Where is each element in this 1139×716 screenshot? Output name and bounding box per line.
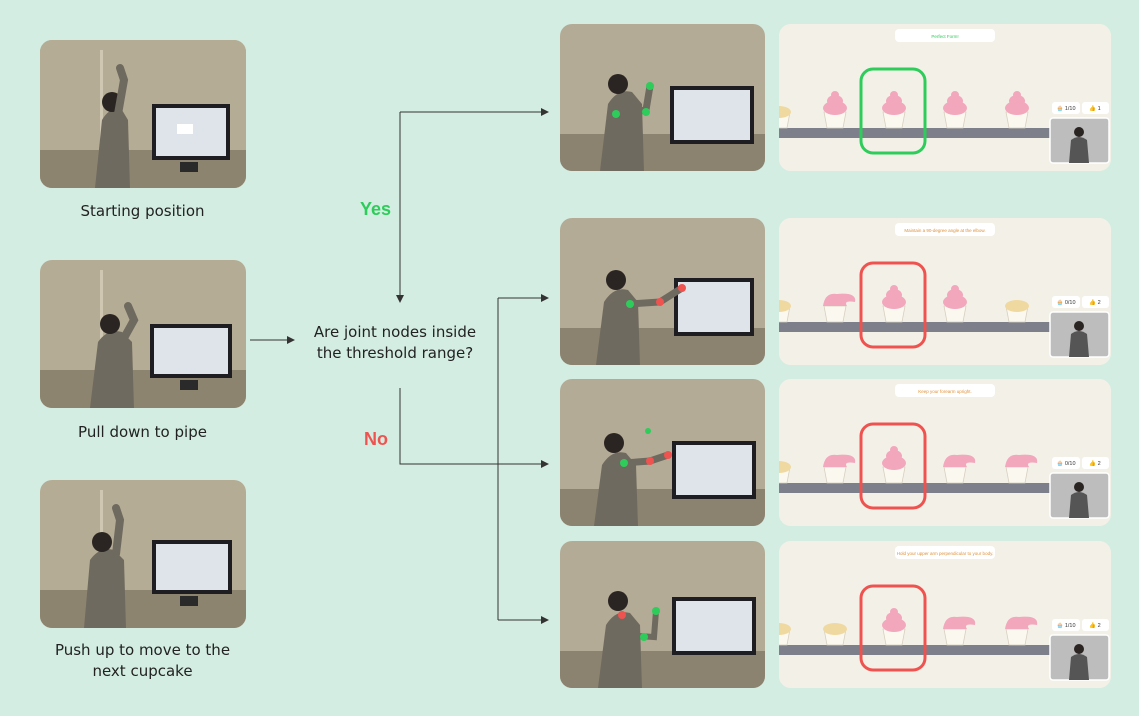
score-text: 👍 2: [1089, 299, 1100, 306]
game-screen-2: Maintain a 90-degree angle at the elbow.…: [779, 218, 1111, 365]
person-pose-image: [40, 40, 246, 188]
cupcake-icon: [943, 616, 976, 646]
progress-counter: [1052, 619, 1080, 631]
score-counter: [1082, 457, 1109, 469]
score-counter: [1082, 296, 1109, 308]
conveyor-belt: [779, 322, 1051, 332]
webcam-preview: [1049, 311, 1110, 358]
conveyor-belt: [779, 128, 1051, 138]
score-text: 👍 2: [1089, 460, 1100, 467]
game-view: Keep your forearm upright. 🧁 0/10 👍 2: [779, 379, 1111, 526]
outcome-photo-4: [560, 541, 765, 688]
photo-pull-down: [40, 260, 246, 408]
feedback-text: Keep your forearm upright.: [918, 389, 972, 394]
progress-counter: [1052, 102, 1080, 114]
person-pose-image: [560, 24, 765, 171]
error-frame: [859, 584, 927, 672]
photo-starting-position: [40, 40, 246, 188]
no-branch-line: [399, 388, 549, 468]
step-caption-push-up: Push up to move to the next cupcake: [54, 641, 231, 680]
cupcake-icon: [943, 285, 967, 323]
cupcake-icon: [882, 285, 906, 323]
progress-text: 🧁 0/10: [1056, 460, 1075, 467]
decision-question: Are joint nodes inside the threshold ran…: [313, 323, 477, 362]
person-pose-image: [560, 379, 765, 526]
success-frame: [859, 67, 927, 155]
game-screen-3: Keep your forearm upright. 🧁 0/10 👍 2: [779, 379, 1111, 526]
progress-counter: [1052, 296, 1080, 308]
step-caption-starting: Starting position: [80, 202, 205, 220]
feedback-banner: [895, 29, 995, 42]
score-counter: [1082, 619, 1109, 631]
cupcake-icon: [882, 446, 906, 484]
error-frame: [859, 261, 927, 349]
outcome-photo-1: [560, 24, 765, 171]
progress-text: 🧁 0/10: [1056, 299, 1075, 306]
step-caption-pull-down: Pull down to pipe: [78, 423, 207, 441]
webcam-preview: [1049, 634, 1110, 681]
cupcake-icon: [779, 623, 791, 646]
progress-counter: [1052, 457, 1080, 469]
cupcake-icon: [882, 91, 906, 129]
cupcake-icon: [823, 454, 856, 484]
error-frame: [859, 422, 927, 510]
cupcake-icon: [1005, 91, 1029, 129]
outcome-photo-2: [560, 218, 765, 365]
outcome-photo-3: [560, 379, 765, 526]
score-text: 👍 1: [1089, 105, 1100, 112]
cupcake-icon: [1005, 616, 1038, 646]
feedback-banner: [895, 223, 995, 236]
cupcake-icon: [1005, 454, 1038, 484]
feedback-banner: [895, 546, 995, 559]
cupcake-icon: [823, 293, 856, 323]
conveyor-belt: [779, 483, 1051, 493]
score-text: 👍 2: [1089, 622, 1100, 629]
game-view: Perfect Form! 🧁 1/10 👍 1: [779, 24, 1111, 171]
webcam-preview: [1049, 117, 1110, 164]
cupcake-icon: [882, 608, 906, 646]
person-pose-image: [40, 480, 246, 628]
feedback-text: Hold your upper arm perpendicular to you…: [897, 551, 993, 556]
yes-label: Yes: [360, 199, 392, 219]
progress-text: 🧁 1/10: [1056, 105, 1075, 112]
feedback-text: Maintain a 90-degree angle at the elbow.: [904, 228, 985, 233]
cupcake-icon: [943, 91, 967, 129]
cupcake-icon: [943, 454, 976, 484]
cupcake-icon: [779, 300, 791, 323]
game-screen-1: Perfect Form! 🧁 1/10 👍 1: [779, 24, 1111, 171]
cupcake-icon: [1005, 300, 1029, 323]
cupcake-icon: [779, 461, 791, 484]
game-screen-4: Hold your upper arm perpendicular to you…: [779, 541, 1111, 688]
person-pose-image: [40, 260, 246, 408]
cupcake-icon: [779, 106, 791, 129]
feedback-text: Perfect Form!: [931, 34, 958, 39]
cupcake-icon: [823, 91, 847, 129]
no-label: No: [364, 429, 388, 449]
webcam-preview: [1049, 472, 1110, 519]
person-pose-image: [560, 541, 765, 688]
feedback-banner: [895, 384, 995, 397]
conveyor-belt: [779, 645, 1051, 655]
game-view: Hold your upper arm perpendicular to you…: [779, 541, 1111, 688]
cupcake-icon: [823, 623, 847, 646]
photo-push-up: [40, 480, 246, 628]
progress-text: 🧁 1/10: [1056, 622, 1075, 629]
game-view: Maintain a 90-degree angle at the elbow.…: [779, 218, 1111, 365]
score-counter: [1082, 102, 1109, 114]
person-pose-image: [560, 218, 765, 365]
